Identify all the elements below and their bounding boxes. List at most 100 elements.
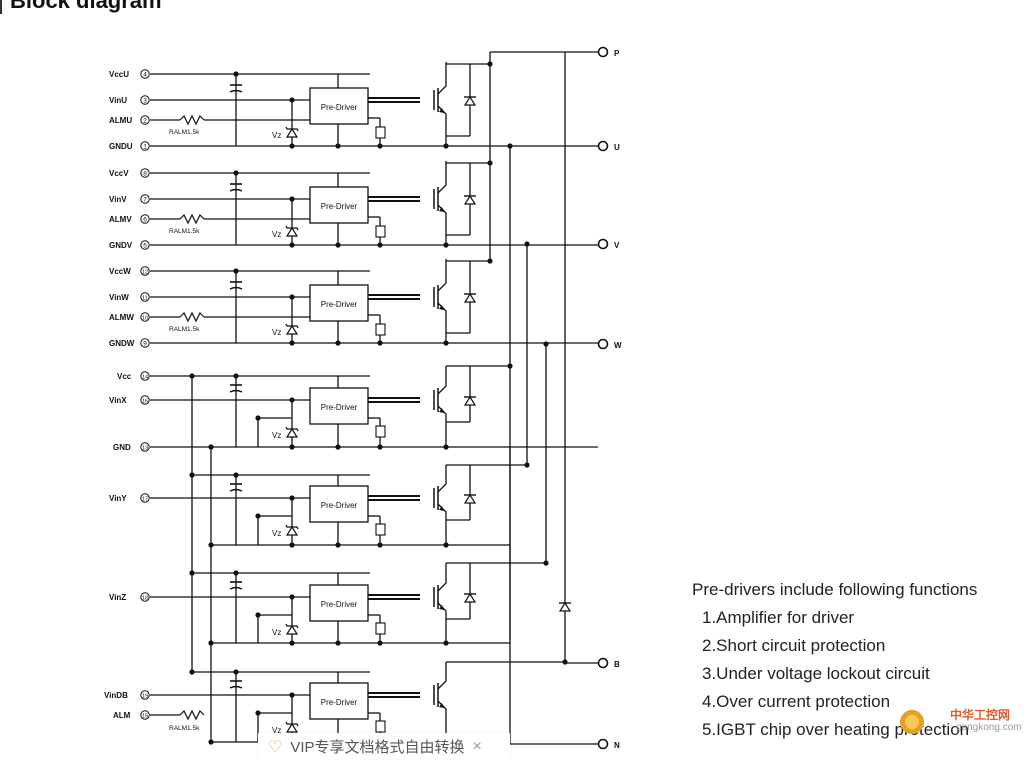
predriver-label: Pre-Driver xyxy=(321,403,358,412)
predriver-label: Pre-Driver xyxy=(321,600,358,609)
junction-dot xyxy=(443,143,449,149)
junction-dot xyxy=(443,542,449,548)
freewheel-diode xyxy=(463,194,477,205)
junction-dot xyxy=(443,640,449,646)
pin-label-almw: ALMW xyxy=(109,313,134,322)
predriver-label: Pre-Driver xyxy=(321,202,358,211)
notes-item-3: 3.Under voltage lockout circuit xyxy=(702,664,930,683)
junction-dot xyxy=(377,143,383,149)
junction-dot xyxy=(543,341,549,347)
vip-banner-text[interactable]: VIP专享文档格式自由转换 xyxy=(290,739,465,756)
igbt-arrow xyxy=(439,605,444,610)
igbt-arrow xyxy=(439,703,444,708)
capacitor-plate xyxy=(229,685,243,689)
predriver-label: Pre-Driver xyxy=(321,501,358,510)
notes-item-1: 1.Amplifier for driver xyxy=(702,608,855,627)
pin-vindb xyxy=(140,690,150,700)
freewheel-diode xyxy=(463,95,477,106)
pin-vinw xyxy=(140,292,150,302)
igbt-arrow xyxy=(439,207,444,212)
igbt-emitter xyxy=(437,503,447,520)
terminal-label-u: U xyxy=(614,143,620,152)
junction-dot xyxy=(289,242,295,248)
predriver-label: Pre-Driver xyxy=(321,103,358,112)
junction-dot xyxy=(507,363,513,369)
igbt-collector xyxy=(437,662,447,690)
pin-gndv xyxy=(140,240,150,250)
pin-gnd xyxy=(140,442,150,452)
terminal-label-b: B xyxy=(614,660,620,669)
pin-number: 9 xyxy=(143,341,147,348)
terminal-b xyxy=(597,657,609,669)
junction-dot xyxy=(233,570,239,576)
junction-dot xyxy=(289,594,295,600)
junction-dot xyxy=(289,97,295,103)
junction-dot xyxy=(335,444,341,450)
igbt-arrow xyxy=(439,506,444,511)
sense-box xyxy=(375,126,386,139)
pin-almu xyxy=(140,115,150,125)
predriver-box xyxy=(309,186,369,224)
pin-label-vinv: VinV xyxy=(109,195,127,204)
pin-number: 1 xyxy=(143,144,147,151)
junction-dot xyxy=(289,196,295,202)
igbt-collector xyxy=(437,465,447,493)
junction-dot xyxy=(289,397,295,403)
junction-dot xyxy=(443,242,449,248)
notes-item-4: 4.Over current protection xyxy=(702,692,891,711)
predriver-label: Pre-Driver xyxy=(321,300,358,309)
close-icon[interactable]: × xyxy=(472,737,482,755)
zener-diode xyxy=(285,427,299,438)
junction-dot xyxy=(524,241,530,247)
vip-format-banner[interactable]: ♡ VIP专享文档格式自由转换 × xyxy=(258,733,510,760)
pin-number: 15 xyxy=(142,714,148,720)
junction-dot xyxy=(487,61,493,67)
terminal-label-v: V xyxy=(614,241,620,250)
pin-gndu xyxy=(140,141,150,151)
junction-dot xyxy=(487,258,493,264)
freewheel-diode xyxy=(463,592,477,603)
terminal-p xyxy=(597,46,609,58)
junction-dot xyxy=(289,444,295,450)
predriver-box xyxy=(309,485,369,523)
pin-label-gndu: GNDU xyxy=(109,142,133,151)
terminal-w xyxy=(597,338,609,350)
igbt-collector xyxy=(437,261,447,292)
notes-heading: Pre-drivers include following functions xyxy=(692,580,978,599)
vz-label: Vz xyxy=(272,328,281,337)
terminal-label-w: W xyxy=(614,341,622,350)
junction-dot xyxy=(507,143,513,149)
junction-dot xyxy=(233,472,239,478)
pin-number: 4 xyxy=(143,72,147,79)
ralm-label: RALM1.5k xyxy=(169,129,200,136)
igbt-arrow xyxy=(439,108,444,113)
junction-dot xyxy=(255,612,261,618)
pin-number: 12 xyxy=(142,270,148,276)
pin-label-vinw: VinW xyxy=(109,293,129,302)
freewheel-diode xyxy=(463,395,477,406)
igbt-emitter xyxy=(437,700,447,717)
pin-number: 6 xyxy=(143,217,147,224)
igbt-emitter xyxy=(437,602,447,619)
igbt-collector xyxy=(437,563,447,592)
pin-label-vccu: VccU xyxy=(109,70,129,79)
zener-diode xyxy=(285,722,299,733)
terminal-u xyxy=(597,140,609,152)
junction-dot xyxy=(487,160,493,166)
terminal-n xyxy=(597,738,609,750)
junction-dot xyxy=(233,170,239,176)
terminal-v xyxy=(597,238,609,250)
junction-dot xyxy=(208,542,214,548)
freewheel-diode xyxy=(558,601,572,612)
igbt-emitter xyxy=(437,302,447,333)
vz-label: Vz xyxy=(272,529,281,538)
pin-number: 8 xyxy=(143,171,147,178)
pin-alm xyxy=(140,710,150,720)
page-title-wrap: Block diagram xyxy=(0,0,162,14)
sense-box xyxy=(375,523,386,536)
pin-number: 14 xyxy=(142,375,148,381)
junction-dot xyxy=(443,340,449,346)
sense-box xyxy=(375,720,386,733)
pin-almw xyxy=(140,312,150,322)
